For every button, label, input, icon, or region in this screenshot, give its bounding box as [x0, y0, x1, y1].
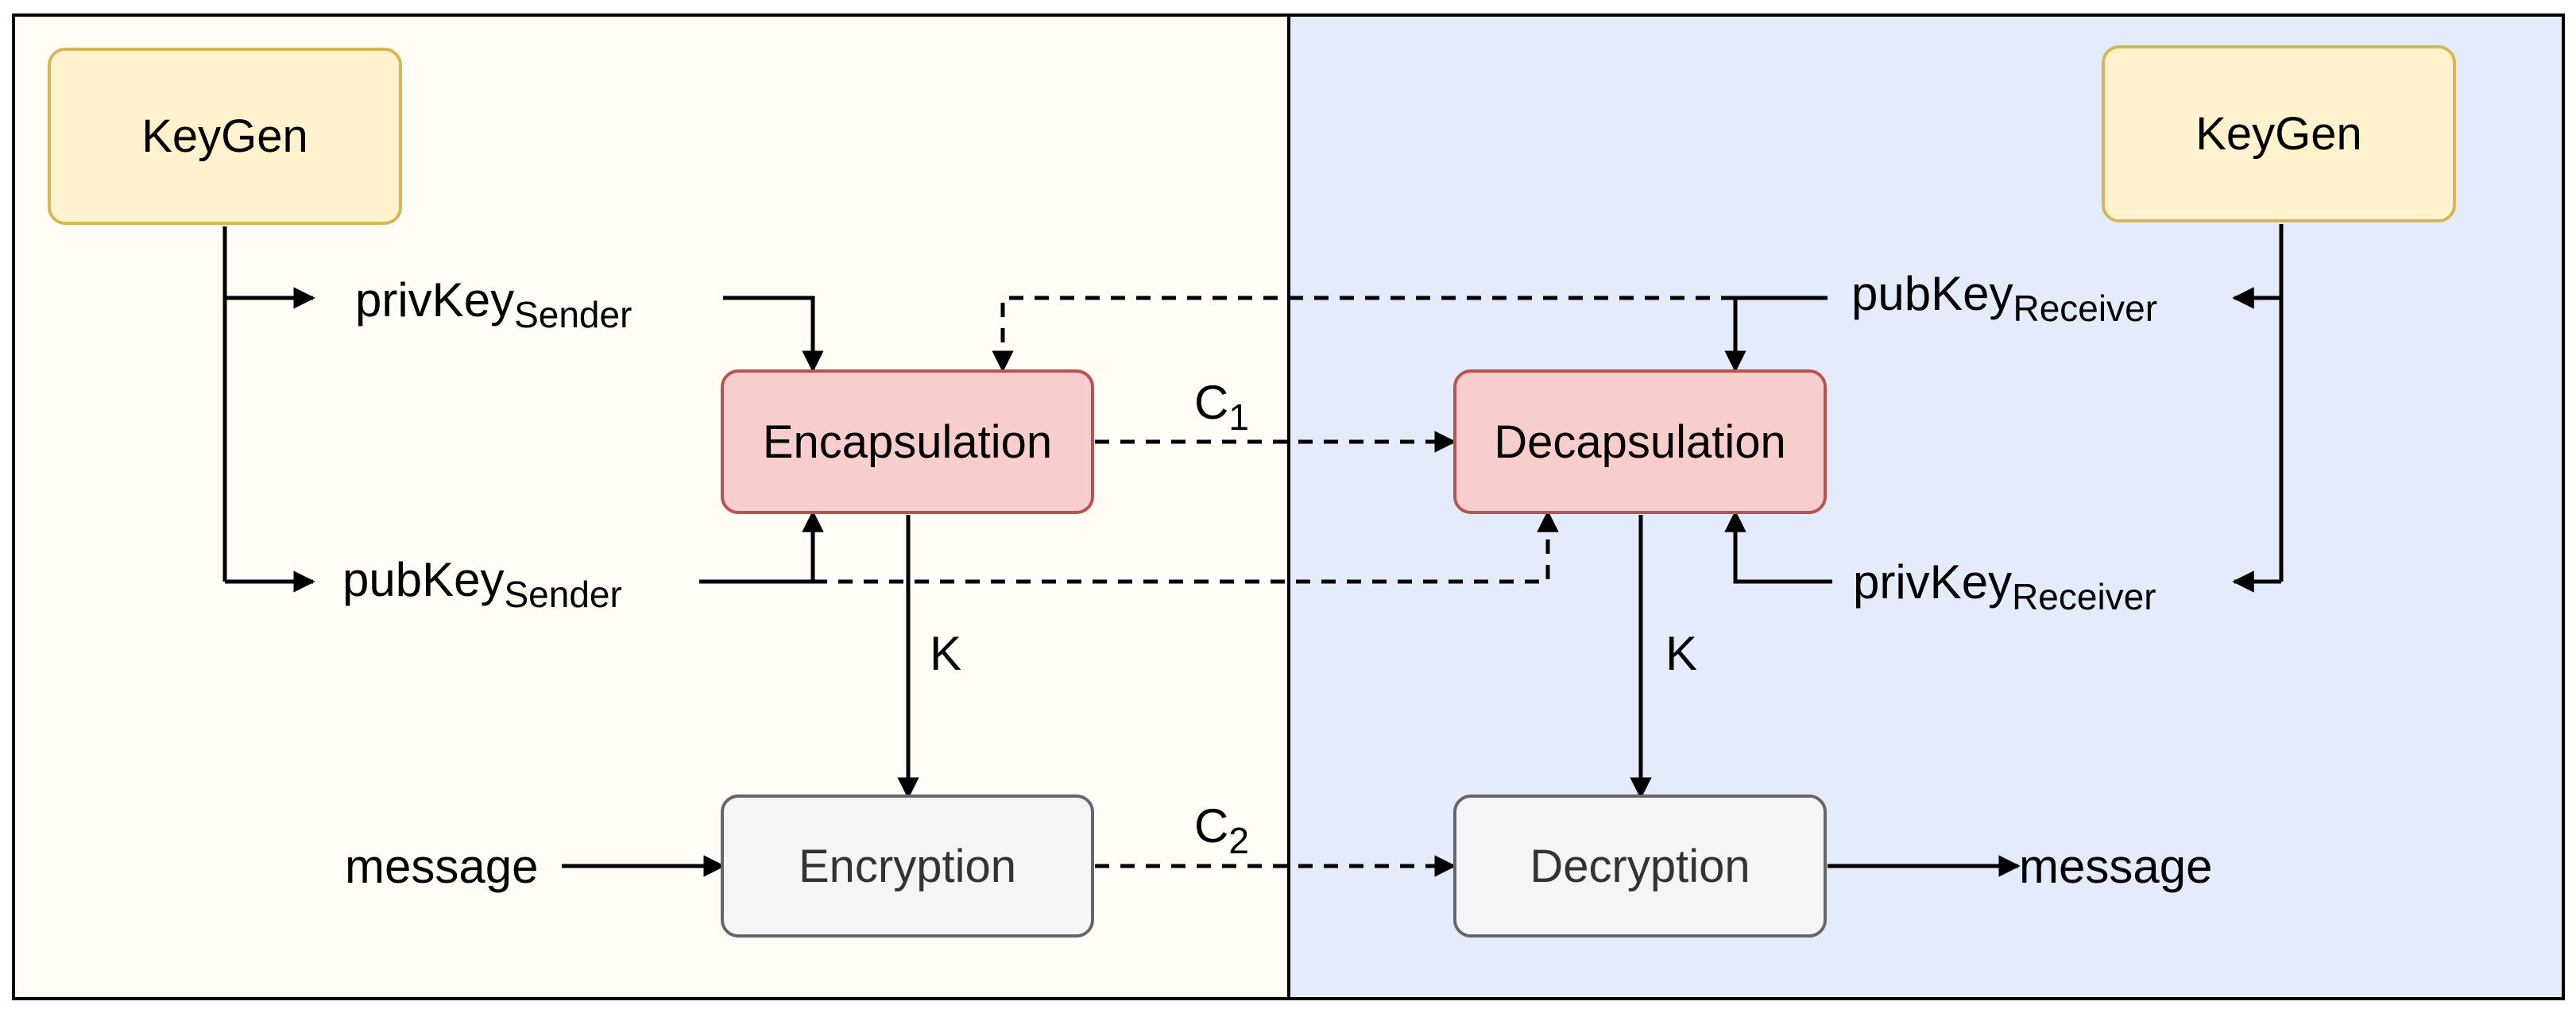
pub-key-sender-sub: Sender — [504, 574, 622, 615]
pub-key-receiver-label: pubKeyReceiver — [1851, 267, 2157, 327]
c2-label: C2 — [1194, 799, 1249, 860]
pub-key-sender-base: pubKey — [342, 553, 505, 606]
receiver-keygen-box: KeyGen — [2102, 45, 2456, 222]
priv-key-sender-base: privKey — [355, 273, 515, 327]
sender-message-label: message — [345, 840, 539, 893]
priv-key-sender-label: privKeySender — [355, 273, 632, 334]
decapsulation-box: Decapsulation — [1453, 369, 1827, 514]
c1-sub: 1 — [1228, 396, 1249, 438]
encapsulation-label: Encapsulation — [762, 416, 1053, 468]
decryption-box: Decryption — [1453, 795, 1827, 938]
sender-keygen-box: KeyGen — [48, 48, 402, 225]
encryption-label: Encryption — [798, 840, 1017, 892]
priv-key-sender-sub: Sender — [514, 294, 632, 335]
priv-key-receiver-base: privKey — [1853, 555, 2013, 609]
sender-k-label: K — [930, 627, 962, 680]
encryption-box: Encryption — [721, 795, 1094, 938]
priv-key-receiver-sub: Receiver — [2012, 576, 2156, 617]
sender-keygen-label: KeyGen — [141, 110, 308, 162]
receiver-k-label: K — [1665, 627, 1698, 680]
decryption-label: Decryption — [1530, 840, 1750, 892]
c1-base: C — [1194, 376, 1229, 429]
c1-label: C1 — [1194, 376, 1249, 436]
decapsulation-label: Decapsulation — [1494, 416, 1786, 468]
privkey-sender-to-encapsulation-arrow — [723, 296, 824, 373]
c2-base: C — [1194, 799, 1229, 853]
privkey-receiver-to-decapsulation-arrow — [1724, 510, 1832, 584]
receiver-keygen-label: KeyGen — [2195, 108, 2362, 160]
pub-key-receiver-base: pubKey — [1851, 267, 2013, 320]
pub-key-receiver-sub: Receiver — [2013, 288, 2158, 329]
priv-key-receiver-label: privKeyReceiver — [1853, 559, 2156, 616]
c2-sub: 2 — [1228, 820, 1249, 861]
encapsulation-box: Encapsulation — [721, 369, 1094, 514]
receiver-message-label: message — [2019, 840, 2213, 893]
pub-key-sender-label: pubKeySender — [342, 553, 622, 613]
